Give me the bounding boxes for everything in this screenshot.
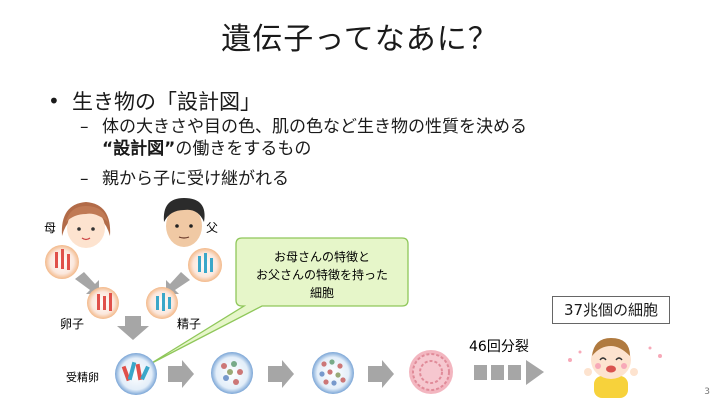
sub-bullet-inherit: –親から子に受け継がれる [80, 168, 289, 190]
callout-bubble [149, 237, 409, 365]
division-arrow-3 [368, 360, 394, 388]
division-arrow-2 [268, 360, 294, 388]
bullet-main: • 生き物の「設計図」 [48, 86, 261, 116]
bullet-dot: • [48, 89, 60, 113]
sub-bullet-definition: –体の大きさや目の色、肌の色など生き物の性質を決める “設計図”の働きをするもの [80, 116, 640, 160]
father-label: 父 [206, 221, 218, 235]
fertilized-label: 受精卵 [66, 371, 99, 384]
callout-line3: 細胞 [310, 286, 334, 300]
sub-dash: – [80, 117, 89, 137]
mother-label: 母 [44, 221, 56, 235]
egg-label: 卵子 [60, 317, 84, 331]
baby-icon [568, 338, 662, 398]
cells-count-label: 37兆個の細胞 [552, 296, 670, 324]
sperm-cell [146, 287, 178, 319]
callout-line1: お母さんの特徴と [274, 249, 370, 264]
sub1-line1: 体の大きさや目の色、肌の色など生き物の性質を決める [102, 117, 527, 137]
dividing-cell-4 [409, 350, 453, 394]
sub1-line2: の働きをするもの [175, 139, 312, 159]
fertilized-egg [115, 353, 157, 395]
sub2-text: 親から子に受け継がれる [102, 169, 289, 189]
arrow-mother-down [75, 272, 99, 294]
mother-face-icon [61, 202, 111, 248]
callout-line2: お父さんの特徴を持った [256, 267, 388, 282]
dividing-cell-3 [312, 352, 354, 394]
many-divisions-arrow [474, 360, 544, 385]
dividing-cell-2 [211, 352, 253, 394]
father-cell [188, 248, 222, 282]
arrow-to-fertilized [117, 316, 149, 340]
division-label: 46回分裂 [469, 339, 529, 355]
sub1-bold: “設計図” [102, 139, 176, 159]
egg-cell [87, 287, 119, 319]
sub-dash: – [80, 169, 89, 189]
father-face-icon [163, 198, 205, 247]
slide-title: 遺伝子ってなあに？ [221, 22, 499, 57]
page-number: 3 [704, 387, 710, 397]
bullet-text: 生き物の「設計図」 [72, 90, 261, 114]
mother-cell [45, 245, 79, 279]
division-arrow-1 [168, 360, 194, 388]
sperm-label: 精子 [177, 317, 201, 331]
arrow-father-down [166, 272, 190, 294]
